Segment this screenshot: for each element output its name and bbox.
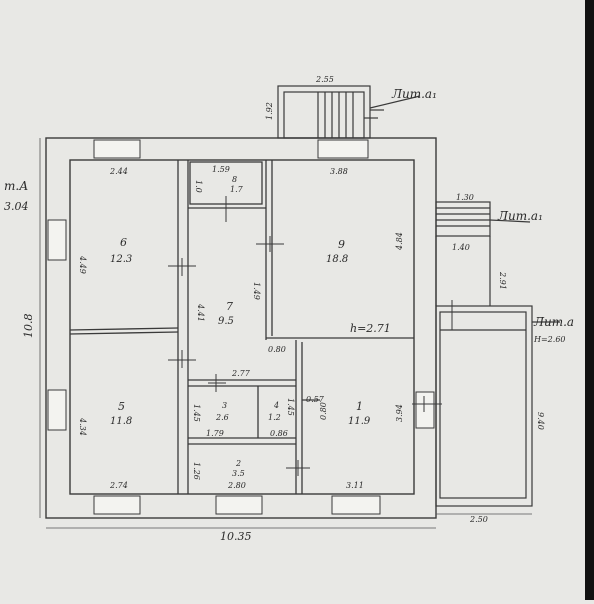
misc-dim-3: 0.57 xyxy=(306,395,325,404)
room-5-number: 5 xyxy=(118,400,125,413)
room-3-width: 1.79 xyxy=(206,429,224,438)
annex-right-veranda xyxy=(435,305,560,507)
annex-right-stairs xyxy=(435,201,531,306)
room-1-width: 3.11 xyxy=(346,481,364,490)
left-label: т.А xyxy=(4,179,28,193)
annex-veranda-note: H=2.60 xyxy=(533,335,566,344)
annex-stairs-label: Лит.а₁ xyxy=(497,209,543,223)
labels: т.А 3.04 10.8 10.35 h=2.71 2.55 1.92 Лит… xyxy=(4,75,574,543)
room-4-number: 4 xyxy=(273,401,279,410)
room-6-height: 4.49 xyxy=(78,255,87,274)
door-markers xyxy=(168,196,462,476)
windows xyxy=(47,139,435,515)
room-6-width: 2.44 xyxy=(109,167,128,176)
room-8-height: 1.0 xyxy=(194,180,203,193)
room-3-number: 3 xyxy=(222,401,227,410)
overall-width: 10.35 xyxy=(220,530,252,543)
room-8-area: 1.7 xyxy=(230,185,244,194)
room-9-number: 9 xyxy=(338,238,345,251)
room-7-height-b: 1.49 xyxy=(252,282,261,300)
room-1-area: 11.9 xyxy=(348,416,371,427)
room-4-area: 1.2 xyxy=(268,413,281,422)
room-4-width: 0.86 xyxy=(270,429,288,438)
room-3-height: 1.45 xyxy=(192,404,201,422)
room-7-height-a: 4.41 xyxy=(196,303,205,322)
misc-dim-1: 0.80 xyxy=(268,345,286,354)
room-9-height: 4.84 xyxy=(395,232,404,251)
room-9-width: 3.88 xyxy=(330,167,348,176)
room-2-area: 3.5 xyxy=(232,469,245,478)
left-value: 3.04 xyxy=(4,200,29,213)
annex-top-label: Лит.а₁ xyxy=(391,87,437,101)
ceiling-note: h=2.71 xyxy=(350,322,391,335)
room-5-area: 11.8 xyxy=(110,416,132,427)
room-8-number: 8 xyxy=(232,175,237,184)
room-6-area: 12.3 xyxy=(110,254,132,265)
annex-stairs-left: 1.40 xyxy=(452,243,470,252)
annex-stairs-right: 2.91 xyxy=(498,271,507,290)
annex-veranda-side: 9.40 xyxy=(536,412,545,430)
room-4-height: 1.45 xyxy=(286,398,295,416)
room-5-height: 4.34 xyxy=(78,417,87,436)
misc-dim-2: 2.77 xyxy=(231,369,251,378)
annex-top-dim: 2.55 xyxy=(315,75,334,84)
misc-dim-4: 0.80 xyxy=(319,402,328,420)
dimension-lines xyxy=(39,138,532,529)
room-2-width: 2.80 xyxy=(227,481,246,490)
annex-veranda-label: Лит.а xyxy=(533,315,574,329)
annex-veranda-bottom: 2.50 xyxy=(469,515,488,524)
room-8-width: 1.59 xyxy=(212,165,230,174)
room-7-area: 9.5 xyxy=(218,316,234,327)
annex-top-side: 1.92 xyxy=(265,102,274,120)
photo-edge xyxy=(585,0,594,600)
room-5-width: 2.74 xyxy=(109,481,128,490)
room-9-area: 18.8 xyxy=(326,254,348,265)
room-1-number: 1 xyxy=(356,400,363,413)
annex-top xyxy=(277,85,421,139)
room-7-number: 7 xyxy=(226,300,233,313)
room-2-number: 2 xyxy=(235,459,241,468)
room-3-area: 2.6 xyxy=(215,413,229,422)
room-2-height: 1.26 xyxy=(192,462,201,480)
overall-depth: 10.8 xyxy=(22,314,35,339)
room-1-height: 3.94 xyxy=(395,404,404,422)
annex-stairs-dim: 1.30 xyxy=(456,193,474,202)
interior-walls xyxy=(69,160,414,494)
room-6-number: 6 xyxy=(120,236,127,249)
